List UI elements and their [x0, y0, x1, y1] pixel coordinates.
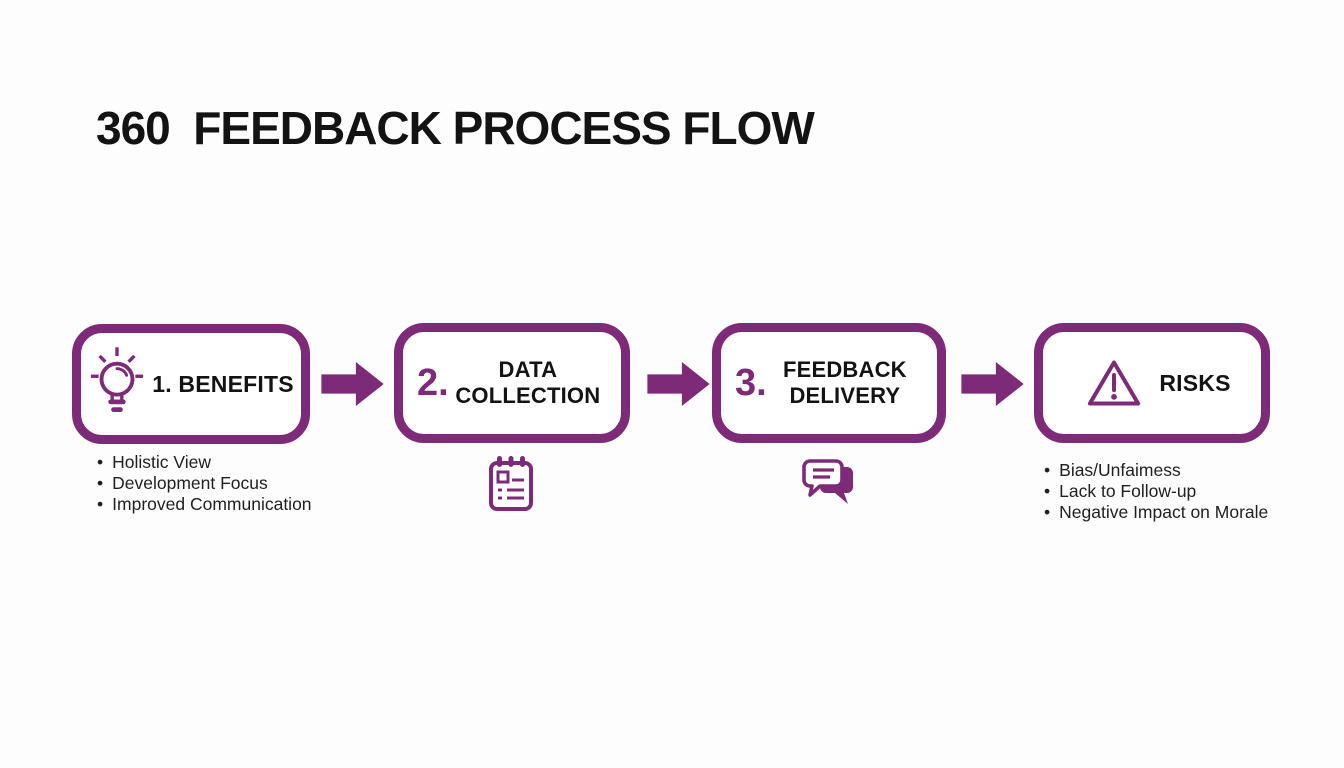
step-number: 1. [152, 370, 172, 397]
arrow-right-icon [321, 361, 384, 407]
risks-list: Bias/Unfaimess Lack to Follow-up Negativ… [1044, 460, 1268, 523]
chat-bubbles-icon [802, 459, 853, 504]
step-title: BENEFITS [178, 370, 294, 397]
step-title: DATA COLLECTION [455, 357, 601, 408]
step-label: 1. BENEFITS [152, 371, 294, 398]
list-item: Improved Communication [97, 494, 311, 515]
list-item: Holistic View [97, 452, 312, 473]
list-item: Negative Impact on Morale [1044, 502, 1268, 523]
list-item: Bias/Unfaimess [1044, 460, 1268, 481]
step-box-benefits: 1. BENEFITS [72, 324, 310, 444]
benefits-list: Holistic View Development Focus Improved… [97, 452, 312, 515]
arrow-right-icon [961, 361, 1024, 407]
step-box-data-collection: 2. DATA COLLECTION [394, 323, 630, 443]
lightbulb-icon [91, 347, 144, 413]
survey-notepad-icon [489, 456, 533, 511]
list-item: Lack to Follow-up [1044, 481, 1268, 502]
step-number: 2. [417, 362, 449, 404]
warning-triangle-icon [1088, 360, 1141, 406]
step-number: 3. [735, 362, 767, 404]
page-title: 360 FEEDBACK PROCESS FLOW [96, 102, 815, 154]
step-title: RISKS [1159, 369, 1231, 396]
step-title: FEEDBACK DELIVERY [782, 357, 907, 408]
step-box-risks: RISKS [1034, 323, 1270, 443]
step-box-feedback-delivery: 3. FEEDBACK DELIVERY [712, 323, 946, 443]
arrow-right-icon [647, 361, 710, 407]
list-item: Development Focus [97, 473, 312, 494]
